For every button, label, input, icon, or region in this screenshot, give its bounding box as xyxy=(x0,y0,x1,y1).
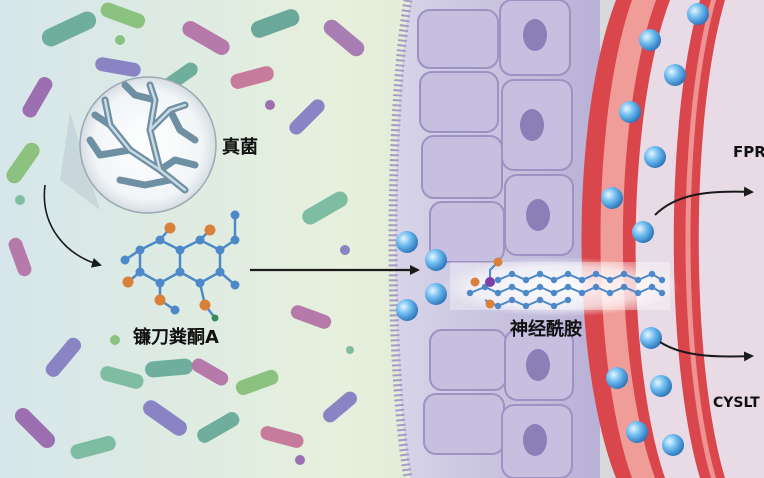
bacteria-icon xyxy=(6,2,365,460)
arrow-icon xyxy=(654,186,754,216)
receptor-top-label: FPR xyxy=(733,143,764,161)
fungus-illustration xyxy=(60,76,217,214)
nape-label: 神经酰胺 xyxy=(510,319,582,340)
receptor-bottom-label: CYSLT xyxy=(713,395,760,411)
molecule-icon xyxy=(466,257,666,310)
droplet-icon xyxy=(601,3,709,456)
fungus-label: 真菌 xyxy=(222,137,258,158)
molecule-icon xyxy=(120,210,240,322)
intestinal-epithelium xyxy=(388,0,600,478)
bacteria-cluster xyxy=(6,2,365,465)
arrow-icon xyxy=(659,341,754,362)
arrow-icon xyxy=(43,184,102,268)
glow-band xyxy=(440,257,680,317)
sorbicillin-label: 镰刀粪酮A xyxy=(133,327,219,348)
